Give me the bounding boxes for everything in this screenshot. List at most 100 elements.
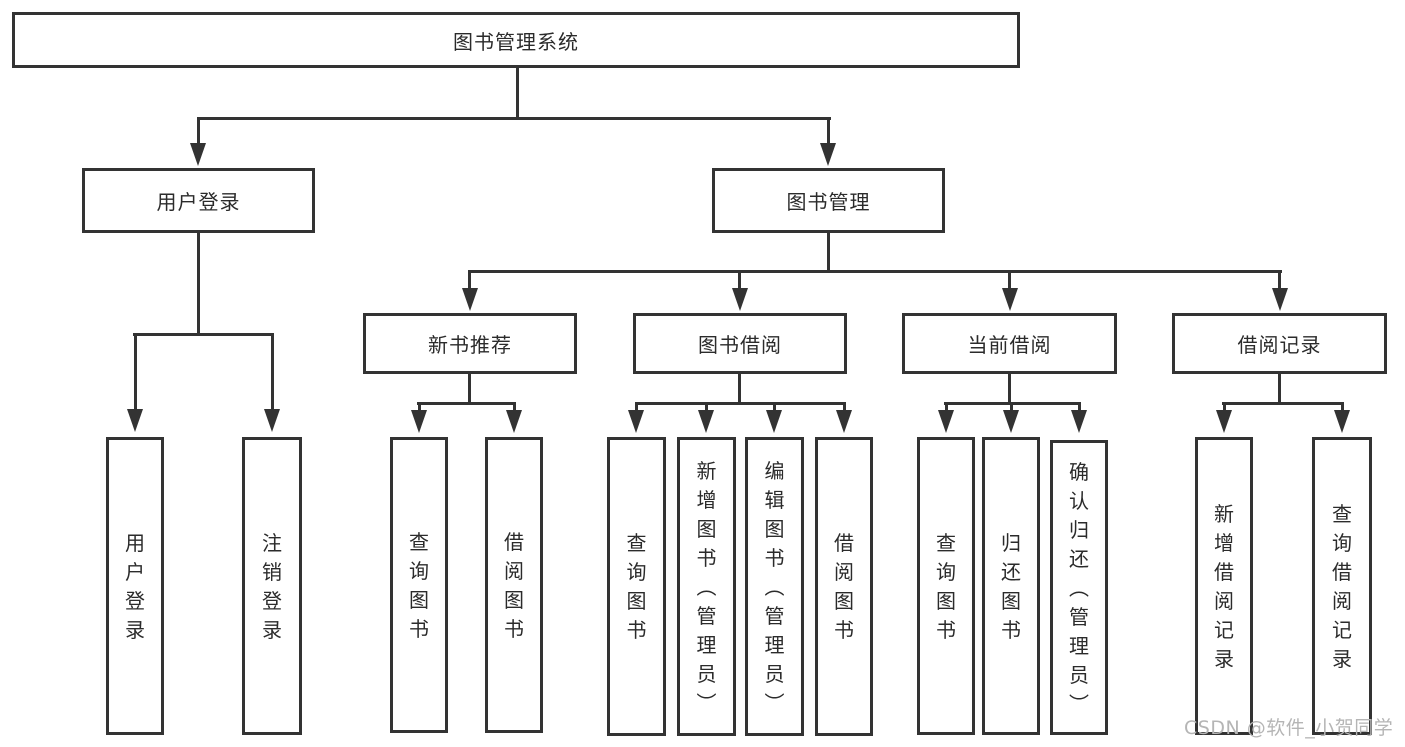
vertical-char: 记 xyxy=(1332,617,1352,642)
vertical-char: 书 xyxy=(626,618,647,642)
vertical-char: 询 xyxy=(936,559,956,584)
arrow-down-icon xyxy=(1002,288,1018,311)
connector-line xyxy=(516,65,519,119)
vertical-char: ︶ xyxy=(1069,691,1089,716)
vertical-char: 书 xyxy=(1001,617,1021,642)
connector-line xyxy=(1008,270,1011,290)
connector-line xyxy=(1078,402,1081,412)
connector-line xyxy=(843,402,846,412)
arrow-down-icon xyxy=(698,410,714,433)
connector-line xyxy=(635,402,638,412)
leaf-edit-books-admin: 编辑图书︵管理员︶ xyxy=(745,437,804,736)
vertical-char: 录 xyxy=(1214,646,1234,671)
leaf-add-books-admin: 新增图书︵管理员︶ xyxy=(677,437,736,736)
arrow-down-icon xyxy=(1216,410,1232,433)
vertical-char: 用 xyxy=(125,530,145,555)
vertical-char: 阅 xyxy=(1332,588,1352,613)
connector-line xyxy=(513,402,516,412)
vertical-char: 借 xyxy=(834,531,854,555)
node-user-login: 用户登录 xyxy=(82,168,315,233)
vertical-char: 询 xyxy=(626,560,647,584)
connector-line xyxy=(827,232,830,273)
vertical-char: 管 xyxy=(764,603,785,628)
arrow-down-icon xyxy=(506,410,522,433)
connector-line xyxy=(827,117,830,145)
vertical-char: 书 xyxy=(696,545,717,570)
arrow-down-icon xyxy=(190,143,206,166)
arrow-down-icon xyxy=(1272,288,1288,311)
vertical-char: 新 xyxy=(696,458,717,483)
connector-line xyxy=(1341,402,1344,412)
vertical-char: ︶ xyxy=(696,690,717,715)
vertical-char: 管 xyxy=(1069,604,1089,629)
vertical-char: 录 xyxy=(125,617,145,642)
vertical-char: 录 xyxy=(262,617,282,642)
vertical-char: 员 xyxy=(696,661,717,686)
node-root: 图书管理系统 xyxy=(12,12,1020,68)
arrow-down-icon xyxy=(127,409,143,432)
arrow-down-icon xyxy=(732,288,748,311)
vertical-char: 阅 xyxy=(1214,588,1234,613)
connector-line xyxy=(1222,402,1344,405)
vertical-char: 询 xyxy=(1332,530,1352,555)
vertical-char: 管 xyxy=(696,603,717,628)
vertical-char: 借 xyxy=(1332,559,1352,584)
arrow-down-icon xyxy=(1003,410,1019,433)
arrow-down-icon xyxy=(462,288,478,311)
vertical-char: 书 xyxy=(834,618,854,642)
node-new-book-recommend: 新书推荐 xyxy=(363,313,577,374)
vertical-char: 归 xyxy=(1069,517,1089,542)
leaf-confirm-return-admin: 确认归还 ︵ 管理员 ︶ xyxy=(1050,440,1108,735)
vertical-char: 记 xyxy=(1214,617,1234,642)
vertical-char: 辑 xyxy=(764,487,785,512)
vertical-char: 登 xyxy=(262,588,282,613)
vertical-char: 借 xyxy=(504,529,524,554)
vertical-char: 书 xyxy=(504,616,524,641)
vertical-char: ︵ xyxy=(764,574,785,599)
csdn-watermark: CSDN @软件_小贺同学 xyxy=(1184,717,1394,739)
connector-line xyxy=(417,402,516,405)
vertical-char: 销 xyxy=(262,559,282,584)
node-borrow-records: 借阅记录 xyxy=(1172,313,1387,374)
leaf-query-books-current: 查询图书 xyxy=(917,437,975,735)
vertical-char: 员 xyxy=(1069,662,1089,687)
vertical-char: ︵ xyxy=(1069,575,1089,600)
vertical-char: 还 xyxy=(1069,546,1089,571)
leaf-query-books-recommend: 查询图书 xyxy=(390,437,448,733)
vertical-char: 阅 xyxy=(504,558,524,583)
connector-line xyxy=(1223,402,1226,412)
connector-line xyxy=(945,402,948,412)
vertical-char: 户 xyxy=(125,559,145,584)
arrow-down-icon xyxy=(411,410,427,433)
leaf-borrow-books: 借阅图书 xyxy=(815,437,873,736)
node-current-borrow: 当前借阅 xyxy=(902,313,1117,374)
vertical-char: 图 xyxy=(696,516,717,541)
leaf-return-books: 归还图书 xyxy=(982,437,1040,735)
node-book-management: 图书管理 xyxy=(712,168,945,233)
leaf-borrow-books-recommend: 借阅图书 xyxy=(485,437,543,733)
connector-line xyxy=(468,270,1282,273)
arrow-down-icon xyxy=(836,410,852,433)
vertical-char: 员 xyxy=(764,661,785,686)
connector-line xyxy=(705,402,708,412)
vertical-char: 图 xyxy=(764,516,785,541)
vertical-char: ︶ xyxy=(764,690,785,715)
arrow-down-icon xyxy=(820,143,836,166)
vertical-char: 编 xyxy=(764,458,785,483)
vertical-char: 图 xyxy=(936,588,956,613)
vertical-char: 询 xyxy=(409,558,429,583)
connector-line xyxy=(738,371,741,405)
vertical-char: 理 xyxy=(764,632,785,657)
vertical-char: 增 xyxy=(696,487,717,512)
connector-line xyxy=(134,333,137,411)
vertical-char: 认 xyxy=(1069,488,1089,513)
vertical-char: 理 xyxy=(1069,633,1089,658)
vertical-char: 归 xyxy=(1001,530,1021,555)
vertical-char: 确 xyxy=(1069,459,1089,484)
vertical-char: 登 xyxy=(125,588,145,613)
vertical-char: 图 xyxy=(834,589,854,613)
vertical-char: 新 xyxy=(1214,501,1234,526)
vertical-char: 书 xyxy=(409,616,429,641)
connector-line xyxy=(773,402,776,412)
